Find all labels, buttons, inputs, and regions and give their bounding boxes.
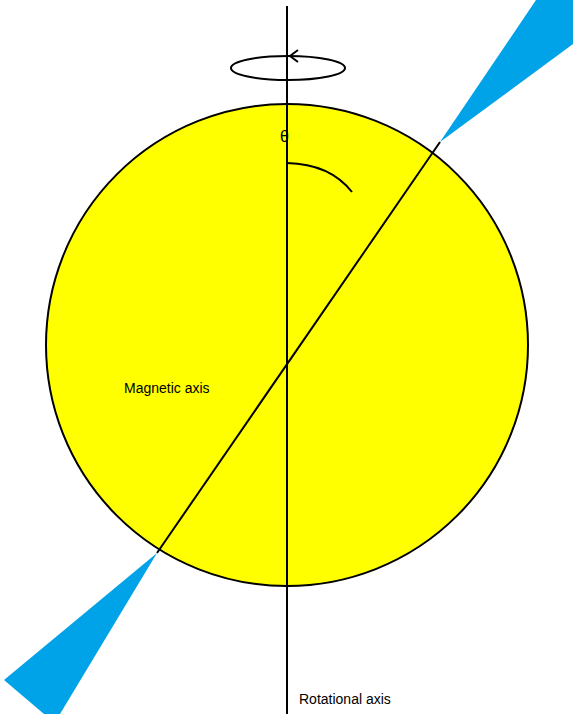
rotation-ellipse <box>231 56 345 80</box>
angle-arc <box>287 163 352 192</box>
rotation-arrowhead <box>290 50 298 62</box>
angle-label: θ <box>278 128 291 146</box>
lower-beam-cone <box>4 553 157 714</box>
rotational-axis-line <box>286 6 288 714</box>
magnetic-axis-line <box>157 142 440 553</box>
axis-label: Rotational axis <box>297 692 393 707</box>
axis-label: Magnetic axis <box>122 381 212 396</box>
upper-beam-cone <box>440 0 573 142</box>
